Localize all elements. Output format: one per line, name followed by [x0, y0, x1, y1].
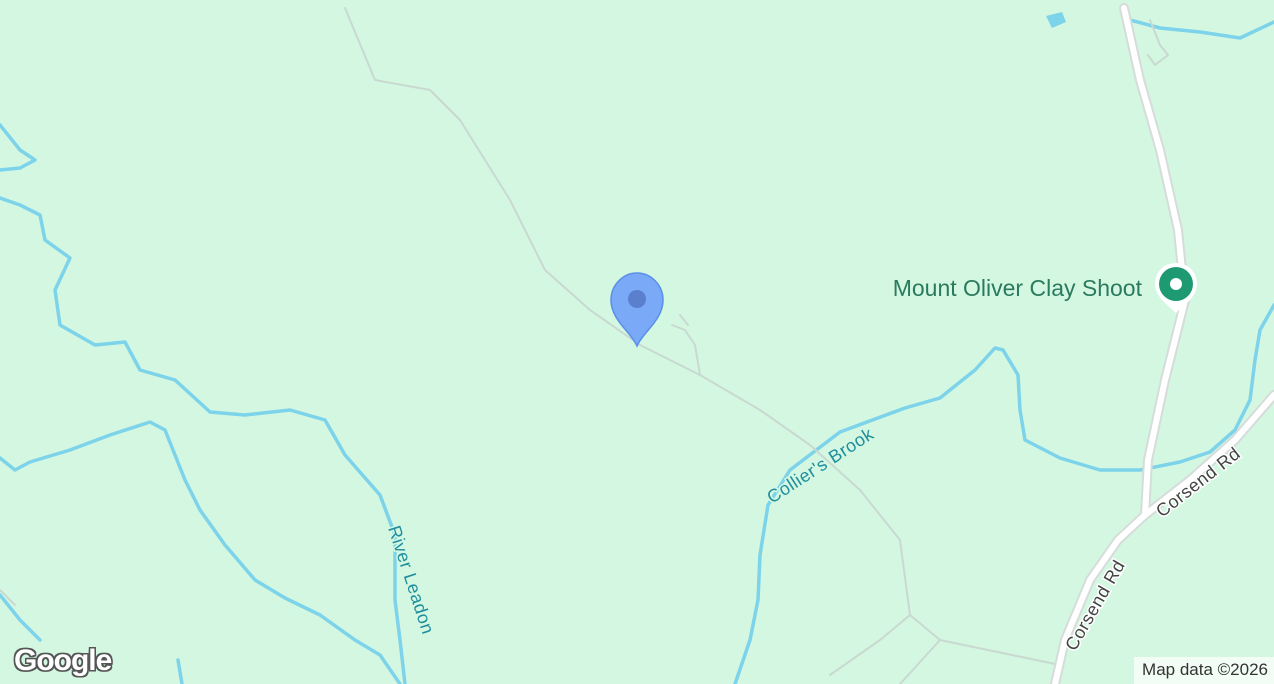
track: [344, 7, 1061, 666]
poi-label: Mount Oliver Clay Shoot: [893, 275, 1143, 301]
poi-mount-oliver-clay-shoot[interactable]: Mount Oliver Clay Shoot: [891, 263, 1197, 313]
stream: [0, 123, 37, 172]
road: [1142, 392, 1274, 518]
google-logo: Google: [14, 644, 112, 677]
track: [1147, 19, 1169, 66]
track: [829, 614, 911, 676]
road: [1052, 5, 1188, 684]
pond: [1046, 12, 1066, 28]
track: [671, 324, 701, 376]
road-casing: [1050, 3, 1190, 684]
map-attribution[interactable]: Map data ©2026: [1134, 657, 1274, 684]
track: [679, 314, 689, 326]
stream: [0, 420, 402, 684]
stream: [0, 196, 407, 684]
stream: [0, 593, 42, 642]
track: [0, 589, 16, 606]
stream: [176, 658, 184, 684]
location-pin-icon[interactable]: [610, 272, 664, 348]
stream: [733, 303, 1274, 684]
place-pin-icon: [1155, 263, 1197, 313]
track: [899, 639, 941, 684]
water-label-river-leadon: River Leadon: [384, 523, 438, 637]
water-label-colliers-brook: Collier's Brook: [763, 423, 877, 507]
stream: [1128, 18, 1274, 40]
